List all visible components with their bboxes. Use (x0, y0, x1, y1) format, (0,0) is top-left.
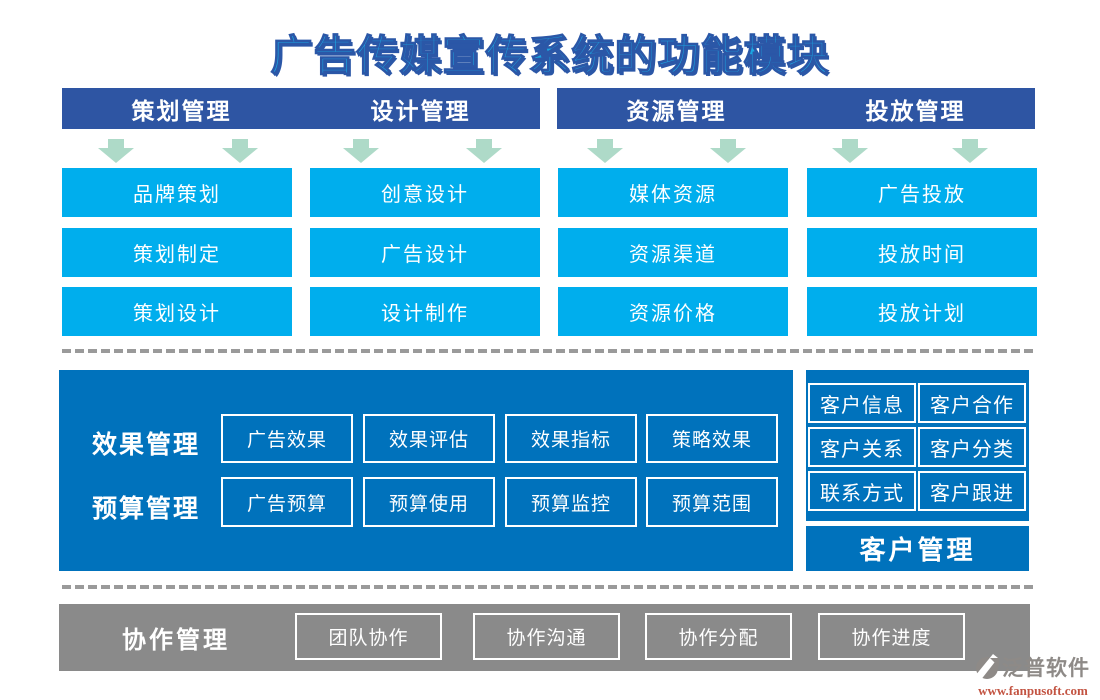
module-box: 投放时间 (807, 228, 1037, 277)
sub-module-box: 预算使用 (363, 477, 495, 527)
collaboration-bar: 协作管理 团队协作 协作沟通 协作分配 协作进度 (59, 604, 1030, 671)
effect-budget-panel: 效果管理 广告效果 效果评估 效果指标 策略效果 预算管理 广告预算 预算使用 … (59, 370, 793, 571)
module-box: 设计制作 (310, 287, 540, 336)
header-planning: 策划管理 (131, 98, 232, 124)
sub-module-box: 效果评估 (363, 414, 495, 463)
module-box: 资源渠道 (558, 228, 788, 277)
down-arrow-icon (952, 139, 988, 163)
customer-cell: 客户跟进 (918, 471, 1026, 511)
customer-cell: 客户关系 (808, 427, 916, 467)
customer-cell: 客户分类 (918, 427, 1026, 467)
collab-box: 协作分配 (645, 613, 792, 660)
customer-panel: 客户信息 客户合作 客户关系 客户分类 联系方式 客户跟进 (806, 370, 1029, 521)
module-box: 策划制定 (62, 228, 292, 277)
module-box: 媒体资源 (558, 168, 788, 217)
module-box: 创意设计 (310, 168, 540, 217)
module-box: 策划设计 (62, 287, 292, 336)
collab-box: 协作进度 (818, 613, 965, 660)
module-box: 投放计划 (807, 287, 1037, 336)
customer-cell: 联系方式 (808, 471, 916, 511)
sub-module-box: 广告效果 (221, 414, 353, 463)
module-box: 广告设计 (310, 228, 540, 277)
collab-box: 团队协作 (295, 613, 442, 660)
collaboration-label: 协作管理 (122, 628, 230, 654)
budget-management-label: 预算管理 (92, 496, 201, 523)
module-box: 品牌策划 (62, 168, 292, 217)
vendor-logo: 泛普软件 www.fanpusoft.com (972, 652, 1094, 699)
down-arrow-icon (222, 139, 258, 163)
down-arrow-icon (832, 139, 868, 163)
collab-box: 协作沟通 (473, 613, 620, 660)
sub-module-box: 广告预算 (221, 477, 353, 527)
vendor-url: www.fanpusoft.com (978, 683, 1088, 698)
down-arrow-icon (587, 139, 623, 163)
module-box: 广告投放 (807, 168, 1037, 217)
down-arrow-icon (710, 139, 746, 163)
sub-module-box: 策略效果 (646, 414, 778, 463)
down-arrow-icon (343, 139, 379, 163)
diagram-title: 广告传媒宣传系统的功能模块 (270, 33, 830, 80)
down-arrow-icon (466, 139, 502, 163)
sub-module-box: 预算范围 (646, 477, 778, 527)
down-arrow-icon (98, 139, 134, 163)
sub-module-box: 效果指标 (505, 414, 637, 463)
sub-module-box: 预算监控 (505, 477, 637, 527)
module-box: 资源价格 (558, 287, 788, 336)
header-placement: 投放管理 (865, 98, 966, 124)
header-design: 设计管理 (370, 98, 471, 124)
customer-cell: 客户信息 (808, 383, 916, 423)
header-resource: 资源管理 (626, 98, 727, 124)
header-bar-left: 策划管理 设计管理 (62, 88, 540, 129)
effect-management-label: 效果管理 (92, 432, 201, 459)
dashed-separator (62, 349, 1037, 353)
customer-management-header: 客户管理 (806, 526, 1029, 571)
dashed-separator (62, 585, 1037, 589)
fanpu-logo-icon (976, 653, 1000, 681)
header-bar-right: 资源管理 投放管理 (557, 88, 1035, 129)
customer-cell: 客户合作 (918, 383, 1026, 423)
vendor-name: 泛普软件 (1002, 656, 1090, 680)
